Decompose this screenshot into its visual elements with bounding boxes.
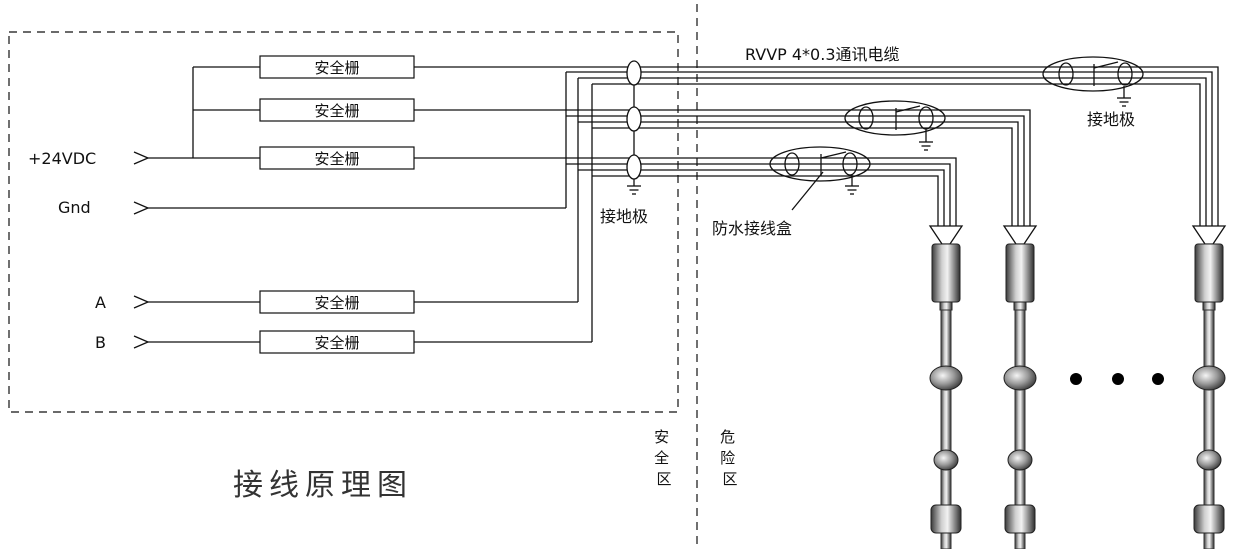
barrier-label: 安全栅 xyxy=(314,102,359,120)
cable-bundle-3 xyxy=(566,66,1219,228)
danger-zone-char-2: 险 xyxy=(720,449,735,467)
cable-bundle-1 xyxy=(566,157,957,228)
input-arrows xyxy=(133,151,150,349)
cable-bundle-2 xyxy=(566,109,1031,228)
safety-barrier-3: 安全栅 xyxy=(259,146,415,170)
input-label-gnd: Gnd xyxy=(58,198,91,217)
ellipsis-dots xyxy=(1070,373,1164,385)
level-sensor-1 xyxy=(929,243,963,549)
ground-label-danger: 接地极 xyxy=(1087,110,1135,129)
diagram-title: 接线原理图 xyxy=(233,468,413,503)
danger-zone-label: 危 险 区 xyxy=(720,428,740,488)
safe-zone-label: 安 全 区 xyxy=(654,428,674,488)
safe-zone-char-1: 安 xyxy=(654,428,669,446)
level-sensor-2 xyxy=(1003,243,1037,549)
danger-zone-char-1: 危 xyxy=(720,428,735,446)
input-label-24vdc: +24VDC xyxy=(28,149,96,168)
safety-barrier-5: 安全栅 xyxy=(259,330,415,354)
input-label-a: A xyxy=(95,293,106,312)
barrier-label: 安全栅 xyxy=(314,59,359,77)
shield-rings-safe xyxy=(626,60,642,186)
safety-barrier-4: 安全栅 xyxy=(259,290,415,314)
input-label-b: B xyxy=(95,333,106,352)
safety-barrier-2: 安全栅 xyxy=(259,98,415,122)
danger-zone-char-3: 区 xyxy=(722,470,737,488)
cable-gland-3 xyxy=(1191,225,1227,245)
junction-box-label: 防水接线盒 xyxy=(712,219,792,238)
junction-box-1 xyxy=(769,146,871,195)
junction-box-pointer xyxy=(791,171,824,211)
cable-gland-1 xyxy=(928,225,964,245)
level-sensor-3 xyxy=(1192,243,1226,549)
safe-area-box xyxy=(8,31,679,413)
barrier-label: 安全栅 xyxy=(314,294,359,312)
ground-symbol-safe xyxy=(627,185,641,195)
ground-label-safe: 接地极 xyxy=(600,207,648,226)
safety-barrier-1: 安全栅 xyxy=(259,55,415,79)
junction-box-3 xyxy=(1042,56,1144,107)
power-wiring xyxy=(148,66,593,343)
junction-box-2 xyxy=(844,100,946,151)
safe-zone-char-3: 区 xyxy=(656,470,671,488)
barrier-label: 安全栅 xyxy=(314,334,359,352)
barrier-label: 安全栅 xyxy=(314,150,359,168)
safe-zone-char-2: 全 xyxy=(654,449,669,467)
cable-label: RVVP 4*0.3通讯电缆 xyxy=(745,45,900,64)
cable-gland-2 xyxy=(1002,225,1038,245)
